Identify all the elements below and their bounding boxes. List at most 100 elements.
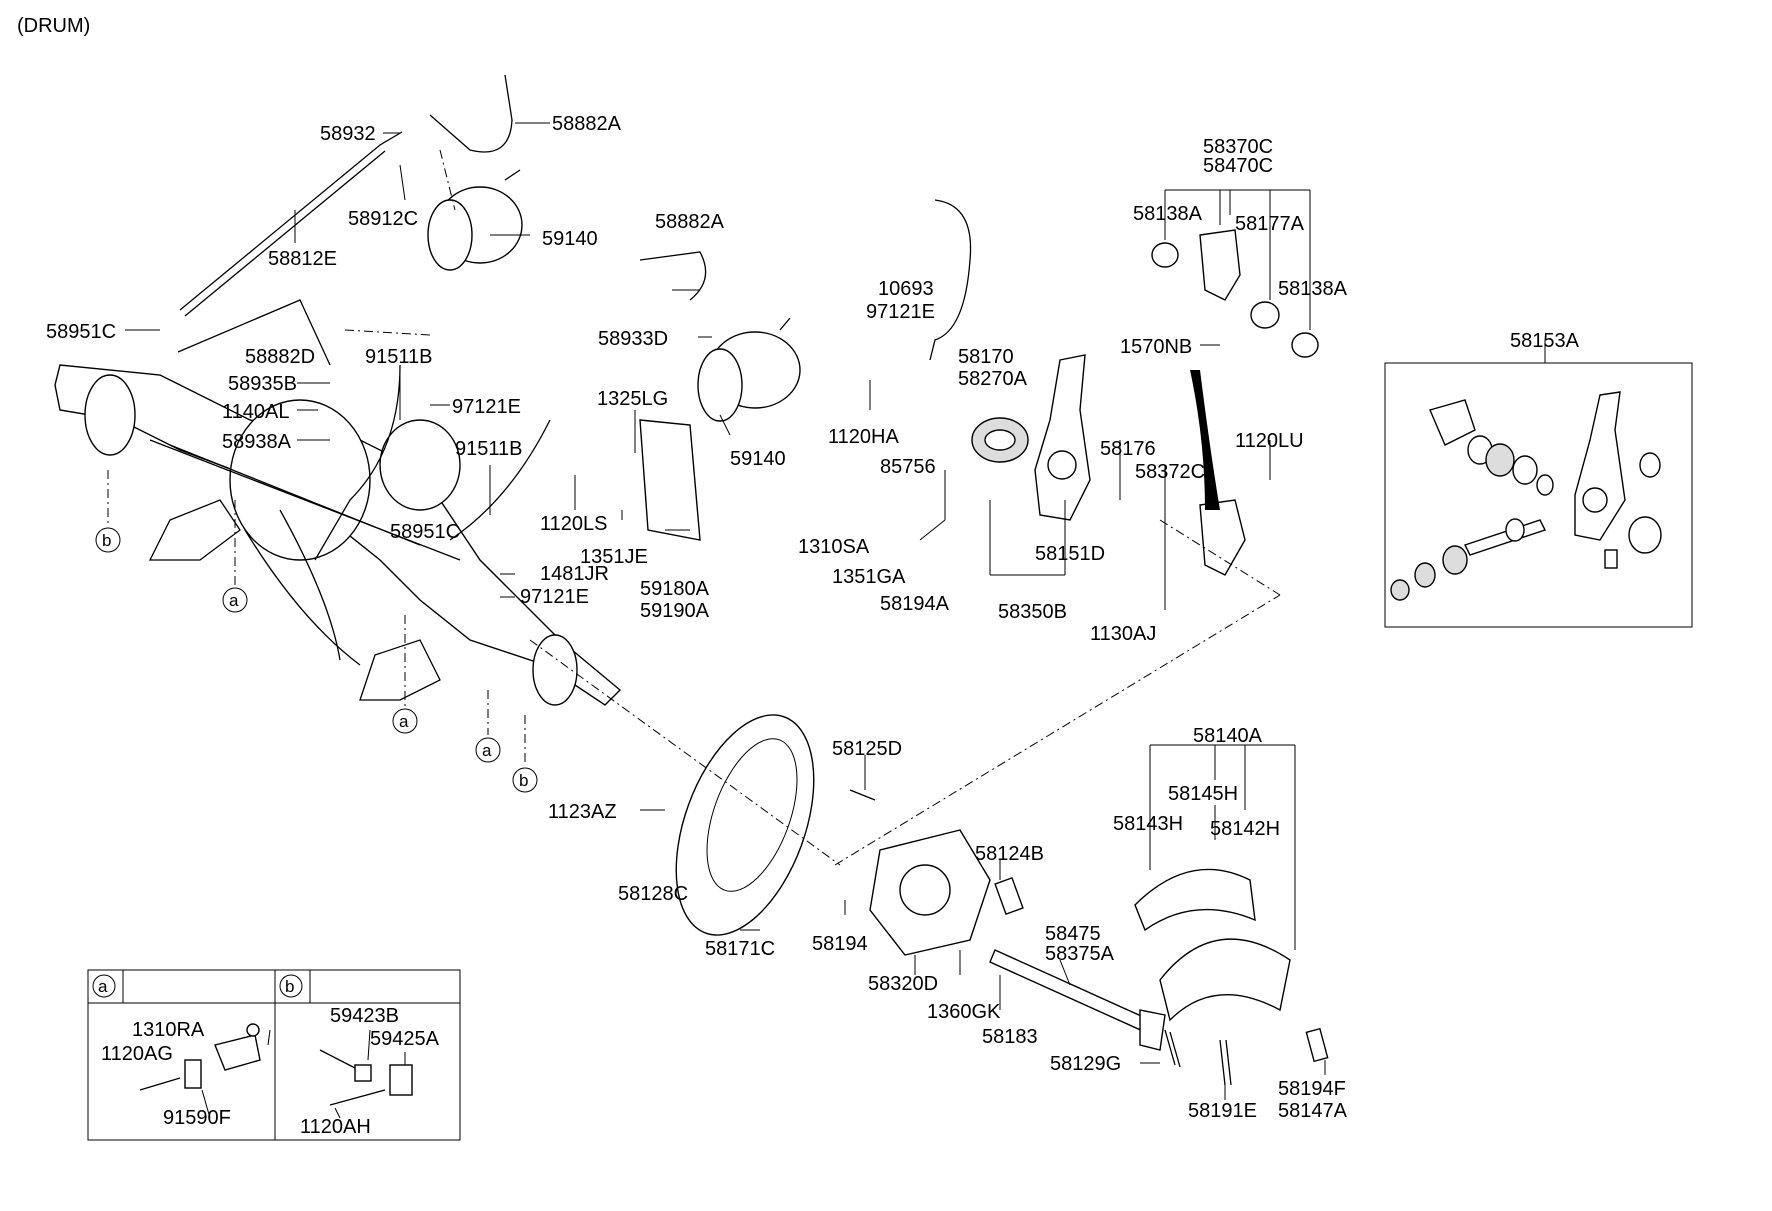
label-58124B: 58124B bbox=[975, 843, 1044, 865]
abs-tone-ring bbox=[971, 417, 1029, 463]
label-1351GA: 1351GA bbox=[832, 566, 906, 588]
label-58147A: 58147A bbox=[1278, 1100, 1348, 1122]
brake-chamber-1 bbox=[427, 169, 523, 271]
label-58372C: 58372C bbox=[1135, 461, 1205, 483]
label-59140-top: 59140 bbox=[542, 228, 598, 250]
label-1130AJ: 1130AJ bbox=[1090, 623, 1156, 645]
label-1310RA: 1310RA bbox=[132, 1019, 205, 1041]
label-58151D: 58151D bbox=[1035, 543, 1105, 565]
legend-a-header: a bbox=[98, 977, 108, 996]
wedge-marker bbox=[1190, 370, 1220, 510]
auto-adjuster bbox=[1199, 229, 1246, 576]
label-1570NB: 1570NB bbox=[1120, 336, 1192, 358]
diagram-title: (DRUM) bbox=[17, 15, 90, 37]
label-58882D: 58882D bbox=[245, 346, 315, 368]
return-spring-2 bbox=[1219, 1039, 1232, 1086]
label-58129G: 58129G bbox=[1050, 1053, 1121, 1075]
label-58951C-left: 58951C bbox=[46, 321, 116, 343]
bushing-2 bbox=[1250, 301, 1280, 329]
label-59180A: 59180A bbox=[640, 578, 710, 600]
bushing-1 bbox=[1151, 242, 1179, 268]
label-58183: 58183 bbox=[982, 1026, 1038, 1048]
label-1140AL: 1140AL bbox=[222, 401, 289, 423]
dust-shield bbox=[675, 714, 815, 936]
legend-table: a b 1310RA 1120AG 91590F 59423B 59425A 1… bbox=[87, 969, 461, 1141]
label-91511B-mid: 91511B bbox=[455, 438, 522, 460]
label-58951C-mid: 58951C bbox=[390, 521, 460, 543]
label-59190A: 59190A bbox=[640, 600, 710, 622]
label-58194F: 58194F bbox=[1278, 1078, 1346, 1100]
label-58882A-top: 58882A bbox=[552, 113, 622, 135]
label-97121E-top: 97121E bbox=[452, 396, 521, 418]
label-1481JR: 1481JR bbox=[540, 563, 609, 585]
label-58194A: 58194A bbox=[880, 593, 950, 615]
label-1120LS: 1120LS bbox=[540, 513, 607, 535]
label-58935B: 58935B bbox=[228, 373, 297, 395]
label-58128C: 58128C bbox=[618, 883, 688, 905]
label-58153A: 58153A bbox=[1510, 330, 1580, 352]
label-58270A: 58270A bbox=[958, 368, 1028, 390]
label-58938A: 58938A bbox=[222, 431, 292, 453]
label-58933D: 58933D bbox=[598, 328, 668, 350]
label-58145H: 58145H bbox=[1168, 783, 1238, 805]
label-1120LU: 1120LU bbox=[1235, 430, 1304, 452]
label-58470C: 58470C bbox=[1203, 155, 1273, 177]
label-97121E-right: 97121E bbox=[866, 301, 935, 323]
anchor-pin bbox=[1305, 1027, 1329, 1063]
cam-shaft bbox=[989, 949, 1166, 1051]
spring-58125D bbox=[849, 789, 876, 801]
bushing-3 bbox=[1291, 332, 1319, 358]
label-58932: 58932 bbox=[320, 123, 376, 145]
label-58138A-right: 58138A bbox=[1278, 278, 1348, 300]
label-97121E-mid: 97121E bbox=[520, 586, 589, 608]
roller-pin bbox=[994, 876, 1024, 916]
axle-housing bbox=[54, 364, 622, 706]
label-59140-mid: 59140 bbox=[730, 448, 786, 470]
label-1120AH: 1120AH bbox=[300, 1116, 371, 1138]
label-58912C: 58912C bbox=[348, 208, 418, 230]
label-10693: 10693 bbox=[878, 278, 934, 300]
label-58142H: 58142H bbox=[1210, 818, 1280, 840]
label-58125D: 58125D bbox=[832, 738, 902, 760]
label-58143H: 58143H bbox=[1113, 813, 1183, 835]
label-58138A-left: 58138A bbox=[1133, 203, 1203, 225]
brake-lines bbox=[177, 74, 972, 561]
label-58140A: 58140A bbox=[1193, 725, 1263, 747]
callout-a-1: a bbox=[229, 591, 239, 610]
label-58375A: 58375A bbox=[1045, 943, 1115, 965]
part-labels: 58882A 58932 58912C 59140 58812E 58951C … bbox=[46, 113, 1580, 1122]
label-58350B: 58350B bbox=[998, 601, 1067, 623]
callout-a-2: a bbox=[399, 712, 409, 731]
label-1120HA: 1120HA bbox=[828, 426, 899, 448]
slack-adjuster bbox=[1034, 354, 1091, 521]
label-59425A: 59425A bbox=[370, 1028, 440, 1050]
label-1360GK: 1360GK bbox=[927, 1001, 1001, 1023]
label-58370C: 58370C bbox=[1203, 136, 1273, 158]
callout-b-2: b bbox=[519, 771, 528, 790]
brake-spider bbox=[869, 829, 991, 956]
label-58194: 58194 bbox=[812, 933, 868, 955]
callout-b-1: b bbox=[102, 531, 111, 550]
label-58475: 58475 bbox=[1045, 923, 1101, 945]
label-58882A-mid: 58882A bbox=[655, 211, 725, 233]
label-58191E: 58191E bbox=[1188, 1100, 1257, 1122]
label-58176: 58176 bbox=[1100, 438, 1156, 460]
label-58177A: 58177A bbox=[1235, 213, 1305, 235]
callout-markers: b a a a b bbox=[95, 470, 538, 793]
label-59423B: 59423B bbox=[330, 1005, 399, 1027]
label-58812E: 58812E bbox=[268, 248, 337, 270]
label-1120AG: 1120AG bbox=[101, 1043, 173, 1065]
brake-chamber-2 bbox=[697, 317, 801, 422]
label-1123AZ: 1123AZ bbox=[548, 801, 617, 823]
label-1310SA: 1310SA bbox=[798, 536, 870, 558]
label-91511B-top: 91511B bbox=[365, 346, 432, 368]
label-58171C: 58171C bbox=[705, 938, 775, 960]
label-85756: 85756 bbox=[880, 456, 936, 478]
label-1351JE: 1351JE bbox=[580, 546, 648, 568]
chamber-bracket bbox=[639, 419, 701, 541]
label-91590F: 91590F bbox=[163, 1107, 231, 1129]
label-58320D: 58320D bbox=[868, 973, 938, 995]
detail-box-58153A bbox=[1384, 362, 1693, 628]
brake-shoes bbox=[1134, 868, 1291, 1022]
